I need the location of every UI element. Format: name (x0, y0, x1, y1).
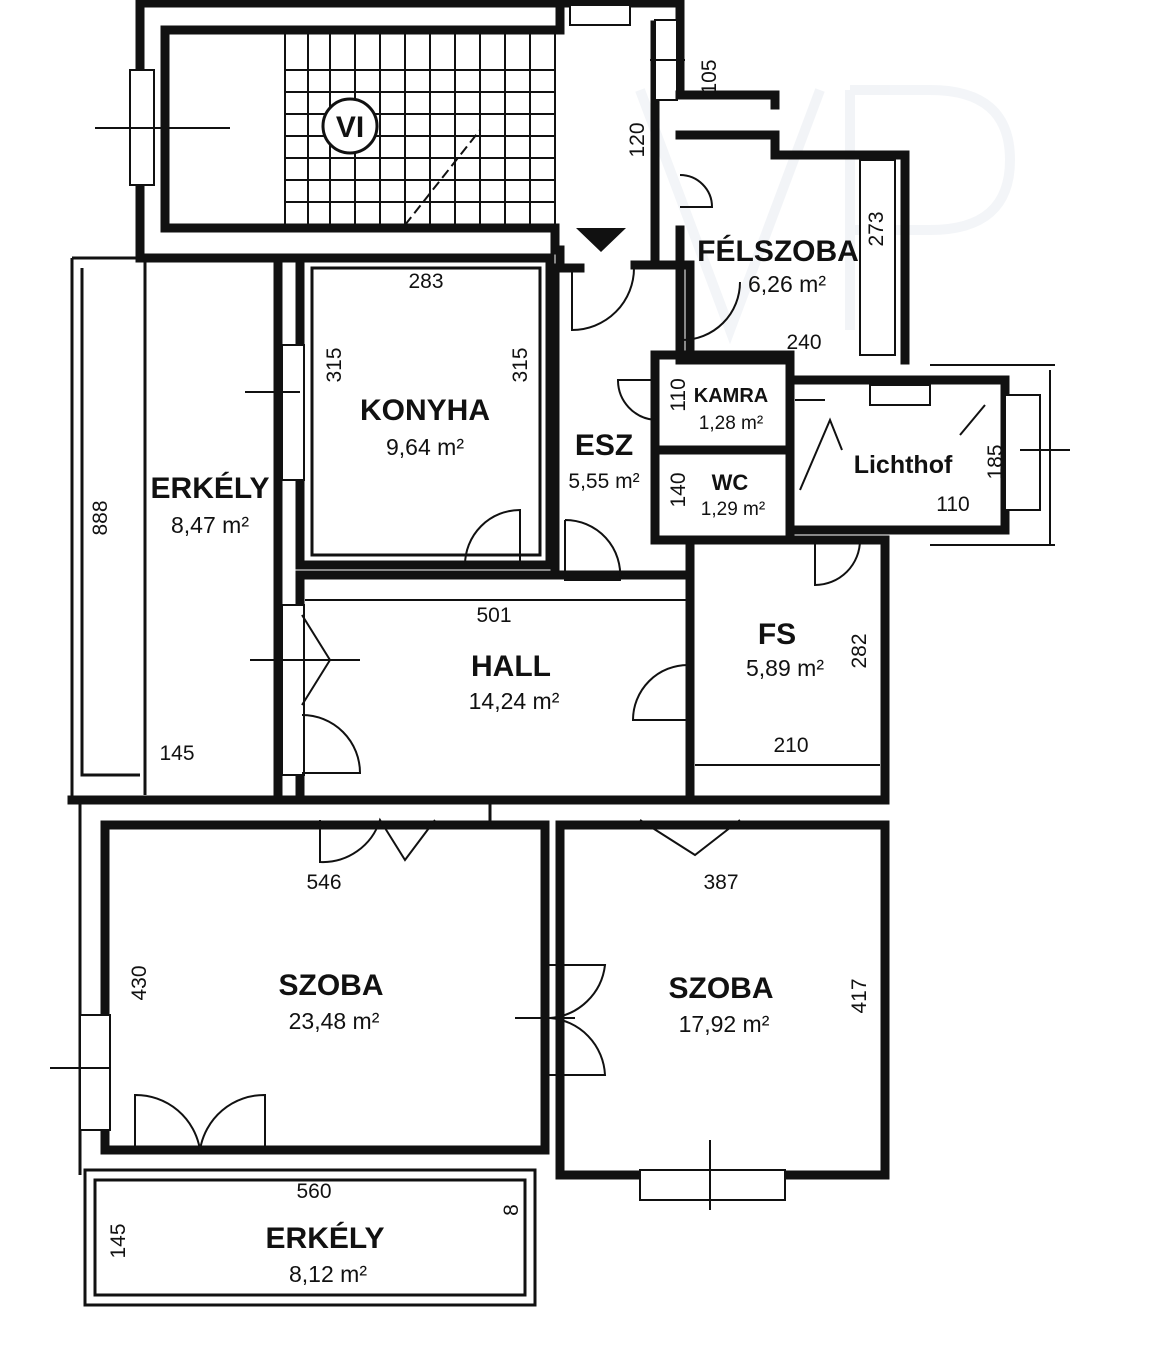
stair-number-circle (321, 97, 379, 155)
konyha-area: 9,64 m² (386, 434, 464, 460)
erkely-bottom-name: ERKÉLY (266, 1221, 385, 1255)
felszoba-area: 6,26 m² (748, 271, 826, 297)
dim-501: 501 (476, 604, 511, 627)
konyha (245, 253, 555, 570)
dim-185: 185 (984, 444, 1007, 479)
szoba-left (50, 800, 607, 1175)
esz (550, 260, 695, 581)
fs-name: FS (758, 618, 796, 651)
dim-546: 546 (306, 871, 341, 894)
dim-210: 210 (773, 734, 808, 757)
erkely-bottom-area: 8,12 m² (289, 1261, 367, 1287)
dim-417: 417 (848, 978, 871, 1013)
dim-315a: 315 (323, 347, 346, 382)
dim-240: 240 (786, 331, 821, 354)
szoba-right-area: 17,92 m² (679, 1011, 770, 1037)
dim-145-bottom: 145 (107, 1223, 130, 1258)
dim-105: 105 (698, 59, 721, 94)
erkely-left-area: 8,47 m² (171, 512, 249, 538)
lichthof (785, 364, 1070, 546)
felszoba-name: FÉLSZOBA (697, 234, 859, 268)
central-wall (295, 795, 890, 864)
esz-area: 5,55 m² (568, 470, 639, 493)
szoba-left-name: SZOBA (279, 969, 384, 1002)
wc-name: WC (712, 470, 749, 495)
erkely-left (67, 253, 305, 805)
stair-number: VI (336, 111, 364, 144)
entrance-arrow (576, 228, 626, 252)
dim-120: 120 (626, 122, 649, 157)
entrance (555, 0, 685, 332)
fs-area: 5,89 m² (746, 655, 824, 681)
dim-110-lichthof: 110 (936, 493, 969, 516)
esz-name: ESZ (575, 429, 633, 462)
dim-387: 387 (703, 871, 738, 894)
hall-area: 14,24 m² (469, 688, 560, 714)
dim-273: 273 (865, 211, 888, 246)
kamra-area: 1,28 m² (699, 413, 763, 434)
szoba-right (555, 820, 890, 1210)
felszoba (675, 90, 910, 365)
dim-560: 560 (296, 1180, 331, 1203)
kamra-name: KAMRA (694, 385, 768, 407)
dim-110-kamra: 110 (667, 378, 690, 411)
erkely-bottom (83, 1168, 537, 1307)
dim-8: 8 (500, 1204, 523, 1216)
konyha-name: KONYHA (360, 394, 490, 427)
dim-888: 888 (89, 500, 112, 535)
dim-282: 282 (848, 633, 871, 668)
wc-area: 1,29 m² (701, 499, 765, 520)
stair-steps (284, 29, 556, 229)
dim-145-left: 145 (159, 742, 194, 765)
dim-283: 283 (408, 270, 443, 293)
watermark (635, 85, 1016, 345)
hall (250, 570, 690, 805)
dim-315b: 315 (509, 347, 532, 382)
dim-430: 430 (128, 965, 151, 1000)
lichthof-name: Lichthof (854, 451, 953, 479)
stairwell: VI (95, 0, 685, 263)
hall-name: HALL (471, 650, 551, 683)
szoba-left-area: 23,48 m² (289, 1008, 380, 1034)
erkely-left-name: ERKÉLY (151, 471, 270, 505)
dim-140: 140 (667, 472, 690, 507)
szoba-right-name: SZOBA (669, 972, 774, 1005)
